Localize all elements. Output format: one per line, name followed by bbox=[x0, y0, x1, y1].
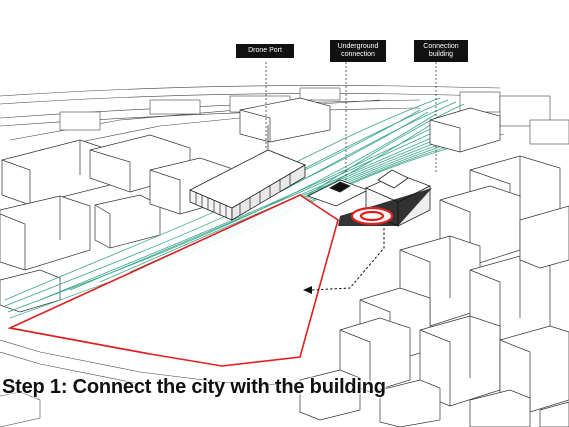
background-city bbox=[0, 85, 569, 151]
connection-ring bbox=[350, 206, 394, 226]
underground-connection-label: Underground connection bbox=[330, 40, 386, 62]
drone-port-building bbox=[189, 125, 306, 221]
left-buildings bbox=[0, 97, 331, 313]
arrow-head bbox=[303, 286, 312, 294]
lower-left-ground bbox=[0, 339, 301, 427]
step-caption: Step 1: Connect the city with the buildi… bbox=[2, 376, 386, 398]
connection-building-label: Connection building bbox=[414, 40, 468, 62]
drone-port-label: Drone Port bbox=[236, 44, 294, 58]
right-buildings bbox=[299, 107, 569, 427]
connection-arrow bbox=[311, 228, 385, 291]
connection-building bbox=[338, 62, 437, 227]
